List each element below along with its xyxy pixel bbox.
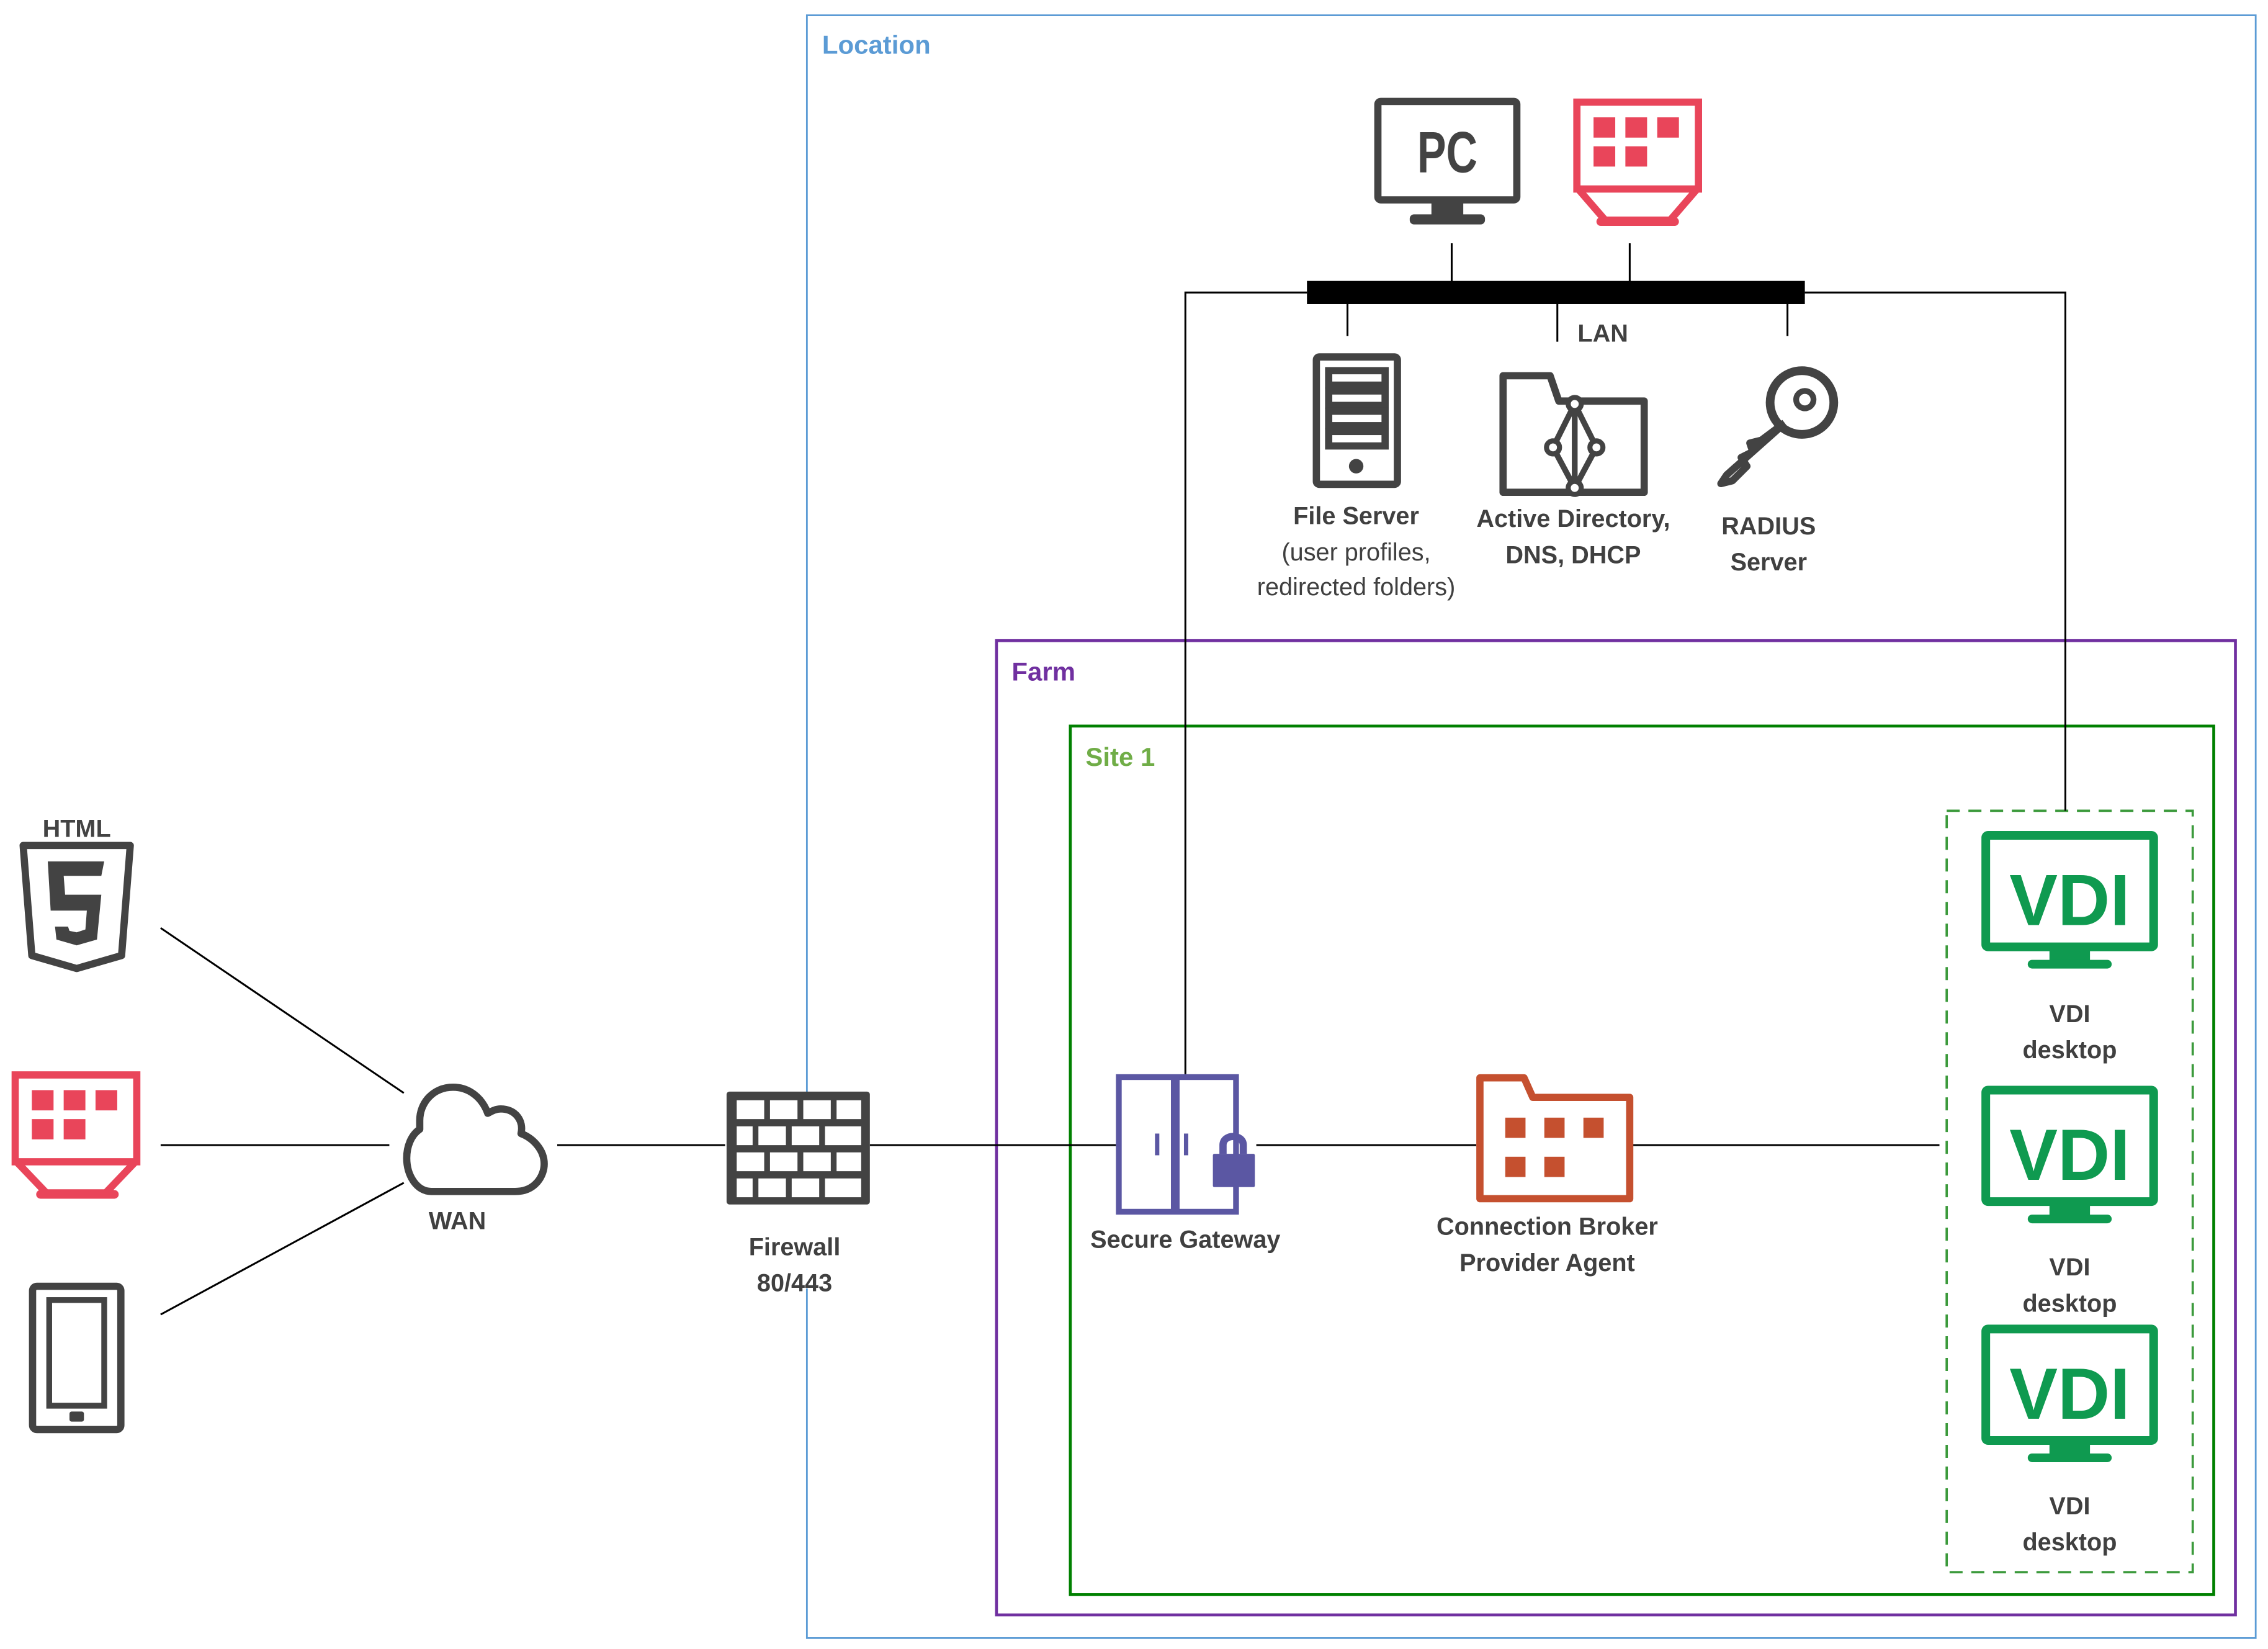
farm-border	[995, 639, 2237, 1617]
wire-gateway-lan	[1184, 291, 1307, 1074]
vdi-label-1a: VDI	[2049, 1000, 2090, 1028]
vdi-label-2b: desktop	[2022, 1290, 2117, 1317]
active-directory-folder-icon[interactable]	[1499, 372, 1648, 497]
vdi-desktop-2[interactable]: VDI	[1981, 1085, 2158, 1224]
vdi-label-2a: VDI	[2049, 1254, 2090, 1281]
vdi-pool-group	[1945, 809, 2194, 1574]
pc-glyph: PC	[1417, 120, 1477, 185]
location-zone: Location	[805, 14, 2257, 1639]
radius-key-icon[interactable]	[1717, 366, 1839, 488]
vdi-desktop-1[interactable]: VDI	[1981, 830, 2158, 969]
thin-client-icon-lan[interactable]	[1573, 98, 1702, 227]
wire-tablet-wan	[160, 1182, 405, 1316]
radius-title-1: RADIUS	[1721, 513, 1816, 540]
file-server-icon[interactable]	[1312, 353, 1401, 488]
secure-gateway-icon[interactable]	[1116, 1074, 1255, 1215]
vdi-glyph: VDI	[2009, 1353, 2130, 1434]
wan-label: WAN	[429, 1207, 486, 1234]
tablet-icon[interactable]	[29, 1282, 125, 1434]
vdi-label-3b: desktop	[2022, 1529, 2117, 1556]
file-server-subtitle-2: redirected folders)	[1257, 573, 1455, 601]
wire-lan-vdi	[1804, 291, 2066, 811]
vdi-label-1b: desktop	[2022, 1036, 2117, 1064]
firewall-label-2: 80/443	[757, 1270, 832, 1297]
farm-zone: Farm	[995, 639, 2237, 1617]
ad-title-1: Active Directory,	[1476, 505, 1670, 532]
vdi-glyph: VDI	[2009, 1114, 2130, 1195]
lan-bus	[1307, 281, 1805, 304]
vdi-glyph: VDI	[2009, 860, 2130, 941]
farm-title: Farm	[1011, 657, 1075, 686]
connections	[160, 243, 2066, 1316]
connection-broker-icon[interactable]	[1476, 1074, 1634, 1203]
wire-html5-wan	[160, 927, 405, 1094]
location-title: Location	[822, 30, 931, 59]
vdi-desktop-3[interactable]: VDI	[1981, 1324, 2158, 1462]
broker-label-2: Provider Agent	[1459, 1249, 1635, 1277]
file-server-title: File Server	[1293, 503, 1419, 530]
html5-top-text: HTML	[43, 815, 111, 842]
html5-icon[interactable]: HTML	[19, 815, 134, 973]
firewall-icon[interactable]	[726, 1091, 870, 1205]
thin-client-icon-client[interactable]	[11, 1071, 141, 1199]
vdi-label-3a: VDI	[2049, 1493, 2090, 1520]
radius-title-2: Server	[1731, 549, 1807, 576]
ad-title-2: DNS, DHCP	[1505, 541, 1641, 568]
site-border	[1069, 724, 2215, 1596]
lan-label: LAN	[1577, 320, 1628, 348]
broker-label-1: Connection Broker	[1437, 1213, 1658, 1241]
pc-monitor-icon[interactable]: PC	[1374, 97, 1521, 225]
site-zone: Site 1	[1069, 724, 2215, 1596]
file-server-subtitle-1: (user profiles,	[1281, 539, 1430, 566]
gateway-label: Secure Gateway	[1090, 1226, 1280, 1254]
site-title: Site 1	[1085, 742, 1155, 771]
location-border	[805, 14, 2257, 1639]
cloud-icon[interactable]	[403, 1084, 548, 1195]
firewall-label-1: Firewall	[749, 1233, 841, 1260]
